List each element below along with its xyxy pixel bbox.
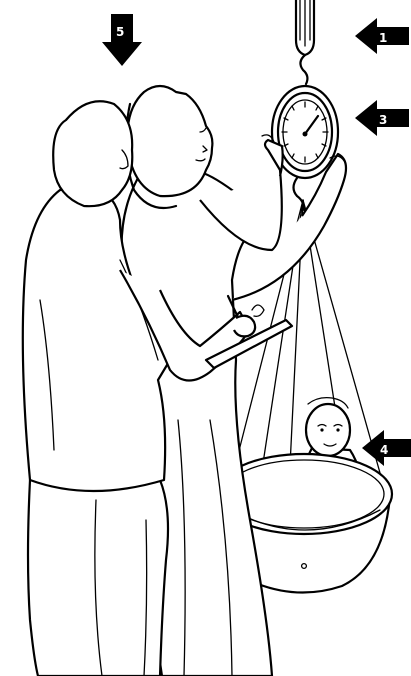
marker-3-label: 3 bbox=[379, 113, 387, 127]
scale-hanger bbox=[296, 0, 314, 84]
marker-3-arrow: 3 bbox=[355, 100, 409, 136]
marker-5-label: 5 bbox=[116, 25, 124, 39]
marker-1-arrow: 1 bbox=[355, 18, 409, 54]
marker-1-label: 1 bbox=[379, 31, 387, 45]
marker-4-label: 4 bbox=[380, 443, 388, 457]
marker-5-arrow: 5 bbox=[102, 14, 142, 66]
